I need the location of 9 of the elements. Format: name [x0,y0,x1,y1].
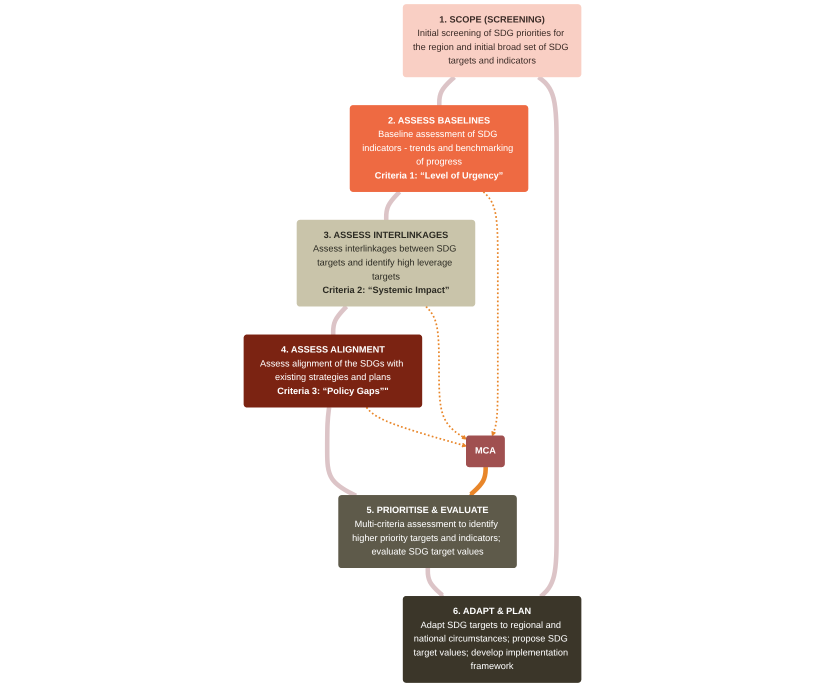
arrow [366,406,467,448]
connector [537,75,559,598]
arrow [425,306,467,440]
connector [384,190,402,221]
connector [436,75,456,106]
arrow [425,568,444,597]
arrow [482,191,499,436]
connector [330,304,348,336]
arrow [469,467,488,496]
